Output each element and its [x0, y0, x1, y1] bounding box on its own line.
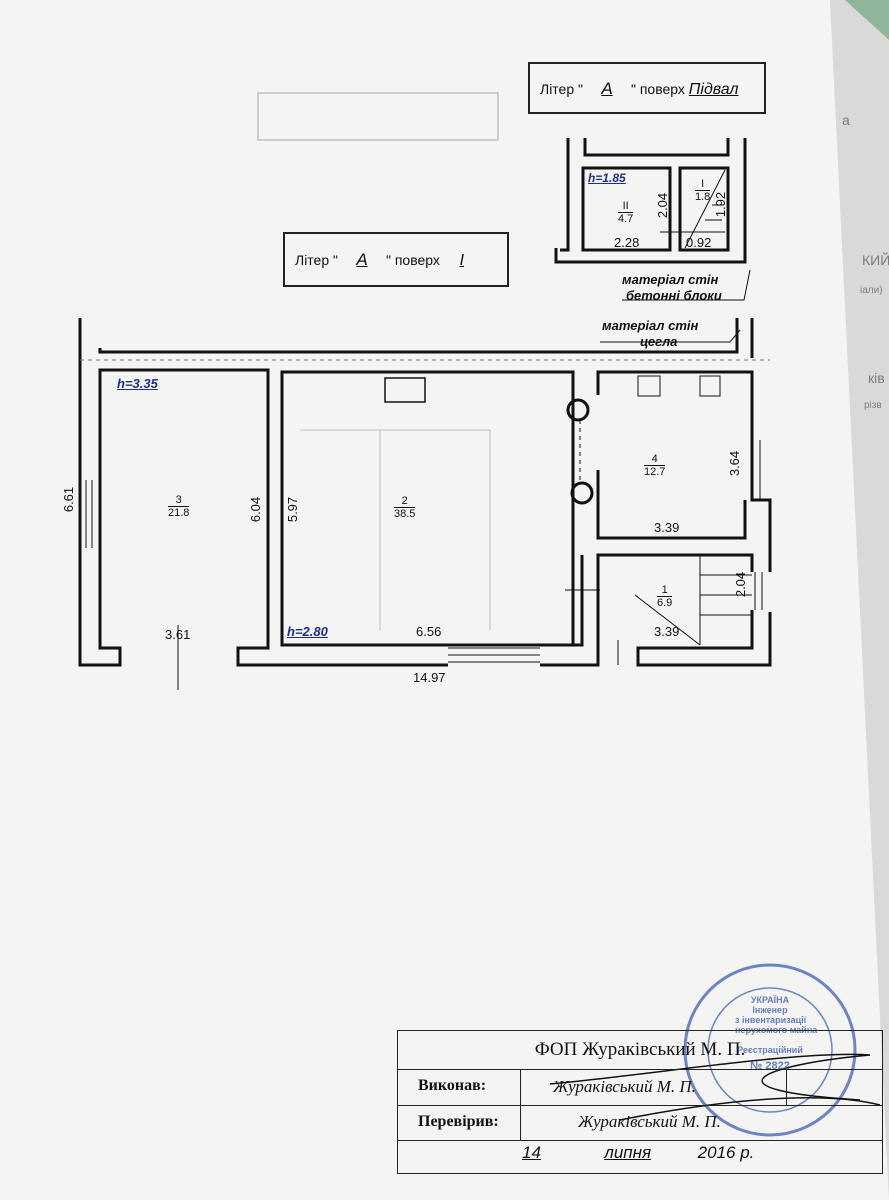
room-number: I	[695, 178, 711, 191]
room-area: 6.9	[657, 597, 673, 609]
adjacent-text: а	[842, 112, 850, 128]
dimension: 3.61	[165, 627, 191, 642]
floor1-plan	[78, 318, 772, 690]
dimension: 1.92	[713, 191, 729, 218]
room-number: 3	[168, 494, 190, 507]
floor1-header-box: Літер " А " поверх І	[283, 232, 509, 287]
dimension: 6.61	[61, 486, 77, 513]
header-prefix: Літер "	[540, 81, 583, 97]
room-number: 2	[394, 495, 416, 508]
stamp-line: Інженер	[752, 1005, 788, 1015]
header-letter: А	[356, 250, 368, 269]
dimension: 2.28	[614, 235, 640, 250]
performed-label: Виконав:	[418, 1077, 487, 1094]
dimension: 3.64	[727, 450, 743, 477]
stamp-line: № 2822	[750, 1060, 790, 1072]
wall-material: бетонні блоки	[626, 288, 722, 303]
checked-row: Перевірив: Жураківський М. П.	[398, 1105, 882, 1141]
header-prefix: Літер "	[295, 252, 338, 268]
date-month: липня	[604, 1143, 652, 1162]
stamp-line: з інвентаризації	[735, 1015, 807, 1025]
dimension: 2.04	[655, 192, 671, 219]
height-label: h=2.80	[287, 624, 328, 639]
dimension: 3.39	[654, 624, 680, 639]
room-number: 4	[644, 453, 666, 466]
wall-material-label: матеріал стін	[622, 272, 719, 287]
height-label: h=1.85	[588, 171, 626, 185]
dimension: 6.56	[416, 624, 442, 639]
header-floor: Підвал	[688, 81, 739, 98]
performed-row: Виконав: Жураківський М. П.	[398, 1069, 882, 1106]
dimension: 2.04	[733, 571, 749, 598]
stamp-line: УКРАЇНА	[750, 995, 790, 1005]
green-corner	[845, 0, 889, 40]
signature	[549, 1053, 881, 1121]
column-divider	[520, 1069, 521, 1140]
date-year: 2016 р.	[697, 1143, 755, 1162]
dimension: 5.97	[285, 496, 301, 523]
room-area: 4.7	[618, 213, 634, 225]
adjacent-text: ків	[868, 370, 885, 386]
room-area: 21.8	[168, 507, 190, 519]
title-block: ФОП Жураківський М. П. Виконав: Жураківс…	[397, 1030, 883, 1174]
adjacent-text: різв	[864, 400, 882, 411]
stamp	[683, 963, 857, 1137]
dimension: 3.39	[654, 520, 680, 535]
room-number: II	[618, 200, 634, 213]
adjacent-text: КИЙ М	[862, 252, 889, 268]
floor1-header: Літер " А " поверх І	[295, 250, 480, 270]
basement-plan	[554, 138, 751, 301]
company-name: ФОП Жураківський М. П.	[534, 1039, 746, 1060]
room-number: 1	[657, 584, 673, 597]
room-area: 38.5	[394, 508, 416, 520]
checked-label: Перевірив:	[418, 1113, 499, 1130]
dimension: 14.97	[413, 670, 446, 685]
wall-material: цегла	[640, 334, 678, 349]
wall-material-label: матеріал стін	[602, 318, 699, 333]
column-divider	[786, 1069, 787, 1105]
basement-header: Літер " А " поверх Підвал	[540, 79, 739, 99]
header-mid: " поверх	[630, 81, 685, 97]
header-mid: " поверх	[385, 252, 440, 268]
basement-header-box: Літер " А " поверх Підвал	[528, 62, 766, 114]
dimension: 0.92	[686, 235, 712, 250]
room-area: 12.7	[644, 466, 666, 478]
height-label: h=3.35	[117, 376, 158, 391]
header-floor: І	[459, 252, 465, 269]
ghost-box	[257, 92, 499, 141]
adjacent-text: іали)	[860, 285, 883, 296]
dimension: 6.04	[248, 496, 264, 523]
room-area: 1.8	[695, 191, 711, 203]
checked-by: Жураківський М. П.	[578, 1112, 721, 1131]
date-day: 14	[522, 1143, 541, 1162]
stamp-line: Реєстраційний	[737, 1045, 803, 1055]
date: 14 липня 2016 р.	[522, 1143, 754, 1163]
title-row: ФОП Жураківський М. П.	[398, 1031, 882, 1070]
performed-by: Жураківський М. П.	[553, 1077, 696, 1096]
adjacent-page	[830, 0, 889, 1200]
header-letter: А	[601, 79, 613, 98]
